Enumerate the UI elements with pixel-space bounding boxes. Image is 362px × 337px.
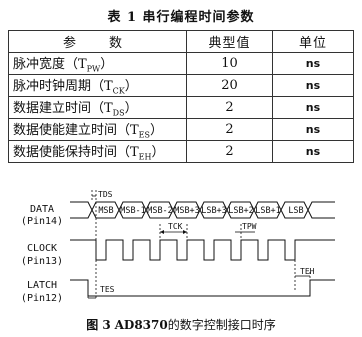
parameter-name-cell: 数据使能建立时间（TES）: [8, 118, 187, 141]
parameter-name: 数据使能建立时间（T: [13, 123, 139, 139]
data-signal-label: DATA: [30, 204, 54, 215]
timing-annotations: TDS TCK TPW TES TEH: [88, 190, 315, 299]
parameter-name-cell: 数据使能保持时间（TEH）: [8, 140, 187, 163]
tes-label: TES: [100, 285, 115, 294]
tck-label: TCK: [168, 222, 183, 231]
table-caption: 表 1 串行编程时间参数: [107, 10, 255, 25]
teh-label: TEH: [300, 267, 315, 276]
tds-label: TDS: [98, 190, 113, 199]
unit-cell: ns: [272, 74, 354, 97]
parameter-name: 数据建立时间（T: [13, 101, 113, 117]
parameter-name: 数据使能保持时间（T: [13, 145, 139, 161]
bit-label: MSB-2: [147, 206, 173, 216]
figure-caption: 图 3 AD8370的数字控制接口时序: [0, 316, 362, 333]
parameter-name-tail: ）: [124, 79, 138, 95]
parameter-name-cell: 数据建立时间（TDS）: [8, 96, 187, 119]
bit-label: MSB: [98, 206, 113, 216]
parameter-name-tail: ）: [151, 145, 165, 161]
data-pin-label: (Pin14): [21, 216, 63, 227]
header-unit: 单位: [272, 30, 354, 53]
typical-value-cell: 2: [186, 96, 273, 119]
parameter-symbol-subscript: ES: [138, 130, 150, 140]
bit-label: MSB+3: [174, 206, 200, 216]
bit-label: LSB+1: [255, 206, 281, 216]
parameter-name-tail: ）: [100, 57, 114, 73]
timing-diagram: DATA (Pin14) CLOCK (Pin13) LATCH (Pin12)…: [21, 190, 335, 304]
latch-signal-label: LATCH: [27, 280, 57, 291]
typical-value-cell: 2: [186, 140, 273, 163]
clock-pin-label: (Pin13): [21, 256, 63, 267]
latch-pin-label: (Pin12): [21, 293, 63, 304]
parameter-name: 脉冲宽度（T: [13, 57, 87, 73]
unit-cell: ns: [272, 140, 354, 163]
header-typical-value: 典型值: [186, 30, 273, 53]
bit-label: LSB+3: [201, 206, 227, 216]
parameter-name-tail: ）: [124, 101, 138, 117]
parameter-name-tail: ）: [150, 123, 164, 139]
table-header-row: 参 数 典型值 单位: [8, 30, 354, 53]
parameter-symbol-subscript: EH: [138, 152, 152, 162]
parameter-name: 脉冲时钟周期（T: [13, 79, 113, 95]
clock-waveform: [70, 239, 335, 261]
figure-caption-text: 的数字控制接口时序: [167, 318, 276, 332]
parameter-name-cell: 脉冲时钟周期（TCK）: [8, 74, 187, 97]
unit-cell: ns: [272, 96, 354, 119]
data-bit-labels: MSB MSB-1 MSB-2 MSB+3 LSB+3 LSB+2 LSB+1 …: [98, 206, 303, 216]
figure-chip-name: AD8370: [114, 318, 168, 332]
figure-number: 图 3: [86, 318, 111, 332]
parameter-symbol-subscript: DS: [112, 108, 125, 118]
parameter-symbol-subscript: CK: [112, 86, 125, 96]
typical-value-cell: 10: [186, 52, 273, 75]
typical-value-cell: 20: [186, 74, 273, 97]
header-parameter: 参 数: [8, 30, 187, 53]
bit-label: LSB: [288, 206, 303, 216]
tpw-label: TPW: [242, 222, 257, 231]
latch-waveform: [70, 279, 335, 297]
bit-label: MSB-1: [120, 206, 146, 216]
clock-signal-label: CLOCK: [27, 243, 57, 254]
parameter-name-cell: 脉冲宽度（TPW）: [8, 52, 187, 75]
unit-cell: ns: [272, 118, 354, 141]
bit-label: LSB+2: [228, 206, 254, 216]
parameter-symbol-subscript: PW: [86, 64, 101, 74]
typical-value-cell: 2: [186, 118, 273, 141]
unit-cell: ns: [272, 52, 354, 75]
